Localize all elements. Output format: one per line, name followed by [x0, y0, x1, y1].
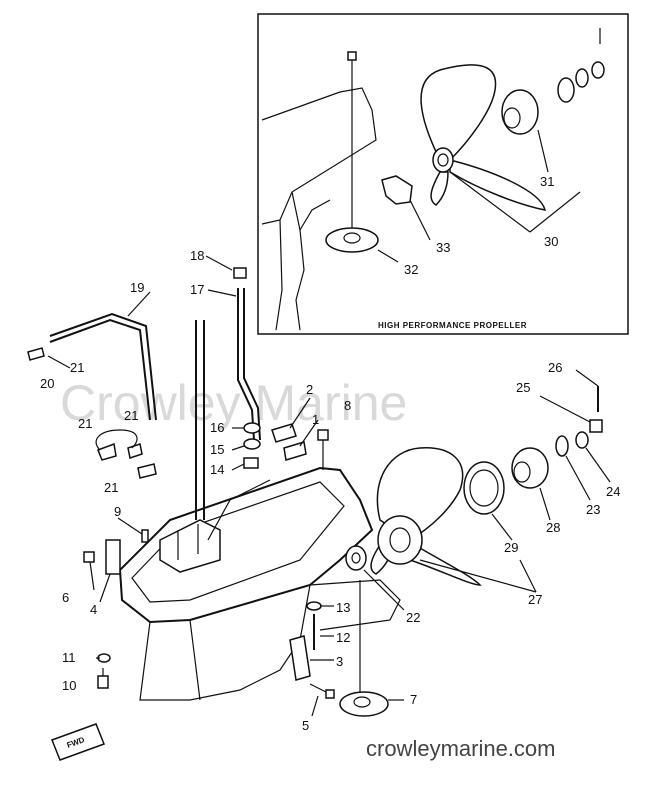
website-footer: crowleymarine.com [366, 736, 556, 761]
callout-1: 1 [312, 412, 319, 427]
callout-29: 29 [504, 540, 518, 555]
callout-16: 16 [210, 420, 224, 435]
callout-31: 31 [540, 174, 554, 189]
part-22-thrust-hub [345, 545, 367, 571]
fwd-arrow-marker: FWD [51, 723, 105, 761]
callout-7: 7 [410, 692, 417, 707]
callout-25: 25 [516, 380, 530, 395]
part-29-ring [463, 461, 505, 515]
callout-18: 18 [190, 248, 204, 263]
callout-13: 13 [336, 600, 350, 615]
callout-27: 27 [528, 592, 542, 607]
callout-21-d: 21 [104, 480, 118, 495]
inset-spacer-31 [501, 89, 539, 135]
part-24-nut [575, 431, 589, 449]
callout-33: 33 [436, 240, 450, 255]
part-4-plate [105, 539, 121, 575]
part-20-clip [27, 347, 45, 361]
callout-15: 15 [210, 442, 224, 457]
part-13-washer [306, 601, 322, 611]
part-18-grommet [233, 267, 247, 279]
leader-lines [47, 255, 611, 717]
callout-21-a: 21 [70, 360, 84, 375]
callout-8: 8 [344, 398, 351, 413]
inset-anode-32 [325, 227, 379, 253]
part-3-plate [289, 635, 311, 681]
callout-4: 4 [90, 602, 97, 617]
inset-propeller-30 [420, 64, 547, 211]
part-6-nut [83, 551, 95, 563]
callout-2: 2 [306, 382, 313, 397]
callout-21-c: 21 [124, 408, 138, 423]
part-28-spacer [511, 447, 549, 489]
callout-22: 22 [406, 610, 420, 625]
callout-30: 30 [544, 234, 558, 249]
callout-10: 10 [62, 678, 76, 693]
callout-6: 6 [62, 590, 69, 605]
inset-part-33 [381, 175, 413, 205]
part-21-clips [95, 429, 157, 479]
part-2-1-plates [271, 423, 307, 461]
callout-24: 24 [606, 484, 620, 499]
propeller-27 [370, 447, 482, 586]
part-7-anode [339, 691, 389, 717]
callout-20: 20 [40, 376, 54, 391]
callout-3: 3 [336, 654, 343, 669]
part-16-15-14-seals [243, 422, 261, 469]
callout-9: 9 [114, 504, 121, 519]
part-25-nut [589, 419, 603, 433]
callout-32: 32 [404, 262, 418, 277]
lower-unit-gearcase [49, 288, 401, 701]
callout-11: 11 [62, 650, 76, 665]
part-23-washer [555, 435, 569, 457]
callout-19: 19 [130, 280, 144, 295]
inset-bolt [347, 51, 357, 76]
callout-14: 14 [210, 462, 224, 477]
inset-high-performance-propeller: 31 30 33 32 HIGH PERFORMANCE PROPELLER [257, 13, 629, 335]
part-5-bolt [309, 683, 335, 699]
callout-17: 17 [190, 282, 204, 297]
inset-caption: HIGH PERFORMANCE PROPELLER [378, 321, 527, 330]
callout-5: 5 [302, 718, 309, 733]
callout-28: 28 [546, 520, 560, 535]
callout-23: 23 [586, 502, 600, 517]
callout-21-b: 21 [78, 416, 92, 431]
callout-12: 12 [336, 630, 350, 645]
part-8-bolt [317, 429, 329, 470]
part-10-bolt [97, 668, 109, 689]
callout-26: 26 [548, 360, 562, 375]
inset-washers-nut-pin [557, 28, 605, 103]
watermark: Crowley Marine [60, 375, 407, 431]
part-9-pin [141, 529, 149, 543]
